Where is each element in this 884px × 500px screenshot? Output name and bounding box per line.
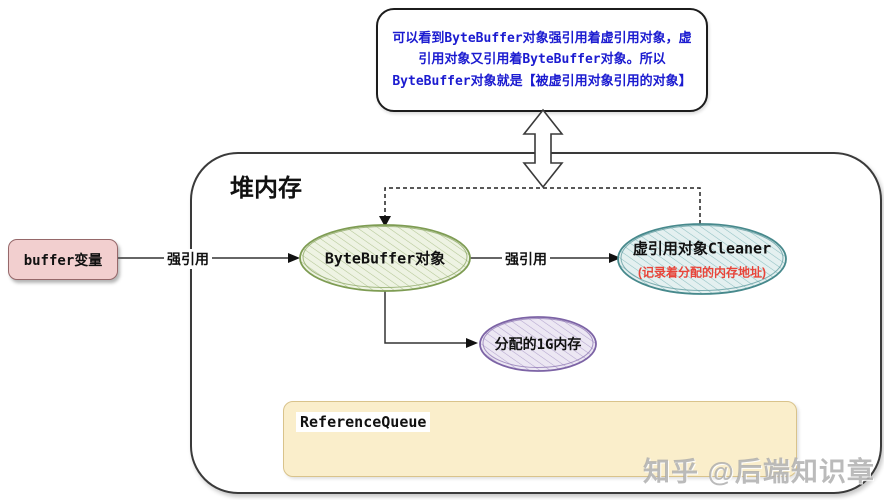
arrowhead-right-icon-3	[466, 338, 478, 348]
bytebuffer-node-ellipse	[299, 224, 471, 292]
cleaner-node-label: 虚引用对象Cleaner	[632, 239, 772, 258]
cleaner-node-ellipse-sketch	[620, 225, 784, 291]
allocation-line	[384, 291, 474, 344]
callout-text: 可以看到ByteBuffer对象强引用着虚引用对象，虚引用对象又引用着ByteB…	[392, 30, 692, 89]
memory-1g-node-ellipse-sketch	[482, 318, 594, 368]
cleaner-node-ellipse	[617, 223, 787, 295]
strong-ref-label-2: 强引用	[502, 249, 550, 269]
arrowhead-right-icon-1	[288, 253, 300, 263]
callout-box: 可以看到ByteBuffer对象强引用着虚引用对象，虚引用对象又引用着ByteB…	[376, 8, 708, 112]
double-headed-arrow-icon	[522, 108, 564, 189]
bytebuffer-node-label: ByteBuffer对象	[324, 249, 446, 268]
reference-queue-label: ReferenceQueue	[296, 412, 431, 432]
arrowhead-right-icon-2	[609, 253, 621, 263]
buffer-var-label: buffer变量	[23, 252, 103, 269]
cleaner-node-sublabel: (记录着分配的内存地址)	[638, 265, 766, 280]
phantom-ref-dashed-connector	[384, 187, 701, 224]
bytebuffer-node-ellipse-sketch	[302, 226, 468, 288]
reference-queue-box: ReferenceQueue	[283, 401, 797, 477]
heap-memory-title: 堆内存	[230, 175, 302, 202]
dashed-arrowhead-down-icon	[379, 216, 391, 227]
memory-1g-node-ellipse	[479, 316, 597, 372]
strong-ref-label-1: 强引用	[164, 249, 212, 269]
watermark-text: 知乎 @后端知识章	[643, 457, 875, 487]
buffer-var-node: buffer变量	[8, 239, 118, 280]
memory-1g-node-label: 分配的1G内存	[494, 337, 582, 353]
